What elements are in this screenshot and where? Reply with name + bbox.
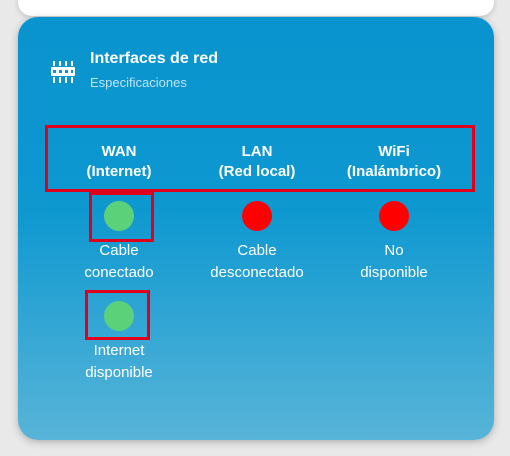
column-header-wifi: WiFi (Inalámbrico) [324, 142, 464, 182]
column-header-wan: WAN (Internet) [49, 142, 189, 182]
status-line: Cable [99, 242, 139, 259]
lan-cable-status-text: Cable desconectado [187, 240, 327, 284]
wan-internet-status-indicator [104, 301, 134, 331]
card-title: Interfaces de red [90, 50, 219, 67]
wan-cable-status-indicator [104, 201, 134, 231]
status-line: disponible [360, 264, 428, 281]
wan-cable-status-text: Cable conectado [49, 240, 189, 284]
column-desc: (Internet) [86, 163, 152, 180]
wifi-status-text: No disponible [324, 240, 464, 284]
network-interfaces-card: Interfaces de red Especificaciones WAN (… [18, 17, 494, 440]
wan-cable-highlight-box [89, 192, 154, 242]
wan-internet-highlight-box [85, 290, 150, 340]
status-line: No [384, 242, 404, 259]
column-desc: (Inalámbrico) [346, 163, 442, 180]
status-line: Cable [237, 242, 277, 259]
column-name: WAN [101, 143, 137, 160]
status-line: disponible [85, 364, 153, 381]
wifi-status-indicator [379, 201, 409, 231]
status-line: Internet [93, 342, 145, 359]
card-subtitle: Especificaciones [90, 75, 187, 90]
wan-internet-status-text: Internet disponible [49, 340, 189, 384]
headers-highlight-box [45, 125, 475, 192]
column-name: WiFi [378, 143, 410, 160]
status-line: conectado [84, 264, 154, 281]
ethernet-port-icon [51, 61, 75, 83]
column-header-lan: LAN (Red local) [187, 142, 327, 182]
status-line: desconectado [210, 264, 304, 281]
previous-card [18, 0, 494, 16]
column-desc: (Red local) [218, 163, 296, 180]
lan-cable-status-indicator [242, 201, 272, 231]
column-name: LAN [241, 143, 273, 160]
